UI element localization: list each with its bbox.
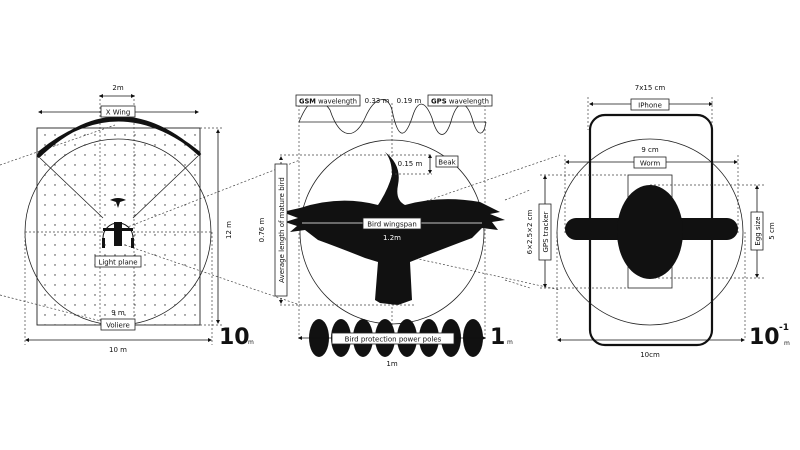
scale-unit: m [507,339,513,346]
panel-10m: 2m X Wing 12 m Light plane 9 m Voliere 1… [24,84,254,354]
scale-circle [556,138,744,326]
width-value: 1m [386,360,397,368]
scale-label-10: 10 [749,325,780,350]
wingspan-value: 1.2m [383,234,401,242]
height-value: 12 m [225,221,233,239]
gps-value: 0.19 m [397,97,422,105]
voliere-label: Voliere [106,322,130,330]
x-wing-span-value: 2m [112,84,123,92]
gsm-value: 0.33 m [365,97,390,105]
gps-tracker-label: GPS tracker [542,211,550,252]
panel-1m: GSM wavelength 0.33 m 0.19 m GPS wavelen… [258,94,513,368]
scale-unit: m [248,339,254,346]
width-value: 10cm [640,351,660,359]
bird-icon [110,198,126,208]
gps-label: GPS wavelength [431,98,489,106]
iphone-size-value: 7x15 cm [635,84,666,92]
iphone-label: IPhone [638,102,662,110]
x-wing-silhouette [36,116,202,159]
beak-value: 0.15 m [398,160,423,168]
worm-length-value: 9 cm [641,146,659,154]
light-plane-icon [102,222,134,248]
tracker-size-value: 6×2.5×2 cm [526,209,534,254]
width-value: 10 m [109,346,127,354]
egg-silhouette [617,185,683,279]
length-label: Average length of mature bird [278,177,286,283]
egg-size-value: 5 cm [768,222,776,240]
beak-label: Beak [438,159,456,167]
scale-circle [299,139,485,325]
scale-unit: m [784,340,790,347]
inner-width-value: 9 m [111,309,125,317]
x-wing-label: X Wing [106,109,131,117]
egg-size-label: Egg size [754,216,762,245]
gsm-label: GSM wavelength [299,98,357,106]
poles-label: Bird protection power poles [345,336,442,344]
wingspan-label: Bird wingspan [367,221,417,229]
panel-10cm: 7x15 cm IPhone 9 cm Worm GPS tracker 6×2… [526,84,790,359]
wave-line [298,99,487,135]
length-value: 0.76 m [258,218,266,243]
scale-label-10: 10 [219,325,250,350]
scale-exponent: -1 [779,323,789,333]
scale-label-1: 1 [490,325,505,350]
light-plane-label: Light plane [98,259,137,267]
worm-label: Worm [640,160,661,168]
